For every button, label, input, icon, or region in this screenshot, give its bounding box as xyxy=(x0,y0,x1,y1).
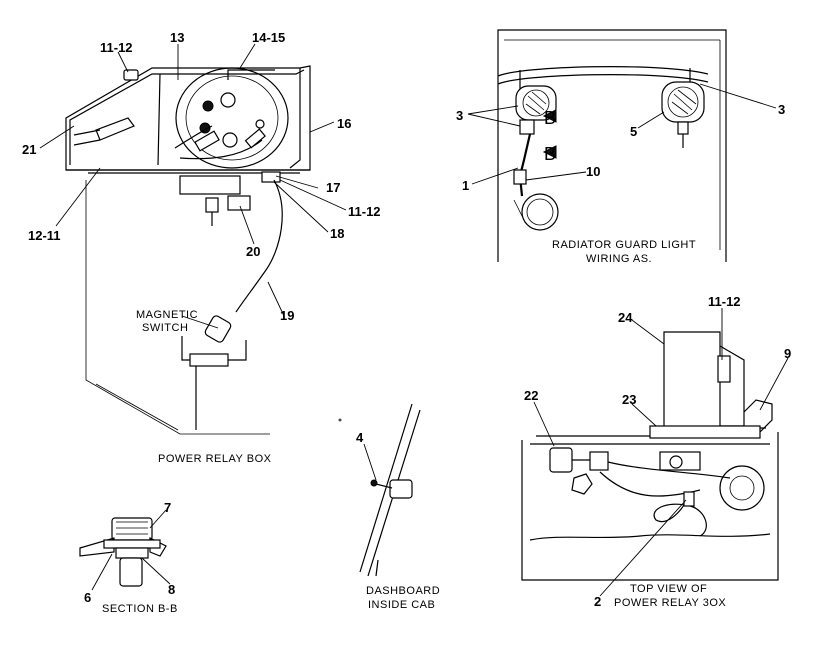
caption-top-view-line2: POWER RELAY 3OX xyxy=(614,597,726,609)
callout-14-15: 14-15 xyxy=(252,30,285,45)
top-view-relay-box xyxy=(521,331,779,581)
callout-22: 22 xyxy=(524,388,538,403)
callout-18: 18 xyxy=(330,226,344,241)
callouts: 11-12 13 14-15 16 21 12-11 17 11-12 18 2… xyxy=(22,30,791,609)
callout-19: 19 xyxy=(280,308,294,323)
callout-11-12-mid: 11-12 xyxy=(348,204,381,219)
caption-dashboard-line1: DASHBOARD xyxy=(366,585,440,597)
dashboard-view xyxy=(338,403,421,577)
power-relay-box-view xyxy=(65,65,311,435)
caption-dashboard-line2: INSIDE CAB xyxy=(368,599,435,611)
callout-12-11: 12-11 xyxy=(28,228,61,243)
callout-13: 13 xyxy=(170,30,184,45)
leader-lines xyxy=(39,43,789,597)
callout-3-left: 3 xyxy=(456,108,463,123)
callout-20: 20 xyxy=(246,244,260,259)
caption-magnetic-switch-line1: MAGNETIC xyxy=(136,309,198,321)
callout-5: 5 xyxy=(630,124,637,139)
section-b-b xyxy=(79,517,167,587)
callout-7: 7 xyxy=(164,500,171,515)
caption-top-view-line1: TOP VIEW OF xyxy=(630,583,707,595)
callout-16: 16 xyxy=(337,116,351,131)
magnetic-switch xyxy=(181,315,247,430)
left-lamp xyxy=(515,85,557,135)
callout-11-12-right: 11-12 xyxy=(708,294,741,309)
caption-power-relay-box: POWER RELAY BOX xyxy=(158,453,272,465)
caption-magnetic-switch-line2: SWITCH xyxy=(142,322,188,334)
right-lamp xyxy=(661,81,705,148)
callout-11-12-top: 11-12 xyxy=(100,40,133,55)
callout-3-right: 3 xyxy=(778,102,785,117)
relay-box-housing xyxy=(65,65,311,171)
callout-23: 23 xyxy=(622,392,636,407)
callout-1: 1 xyxy=(462,178,469,193)
caption-radiator-line2: WIRING AS. xyxy=(586,253,652,265)
callout-4: 4 xyxy=(356,430,364,445)
callout-6: 6 xyxy=(84,590,91,605)
callout-24: 24 xyxy=(618,310,633,325)
relay-drum xyxy=(175,67,289,169)
wire-19 xyxy=(235,179,283,313)
callout-8: 8 xyxy=(168,582,175,597)
caption-section-b-b: SECTION B-B xyxy=(102,603,178,615)
radiator-guard-light-view xyxy=(497,29,727,262)
callout-b-lower: B xyxy=(544,144,556,164)
callout-21: 21 xyxy=(22,142,36,157)
callout-2: 2 xyxy=(594,594,601,609)
caption-radiator-line1: RADIATOR GUARD LIGHT xyxy=(552,239,696,251)
captions: MAGNETIC SWITCH POWER RELAY BOX RADIATOR… xyxy=(102,239,726,615)
callout-17: 17 xyxy=(326,180,340,195)
callout-b-upper: B xyxy=(544,108,556,128)
callout-10: 10 xyxy=(586,164,600,179)
callout-9: 9 xyxy=(784,346,791,361)
